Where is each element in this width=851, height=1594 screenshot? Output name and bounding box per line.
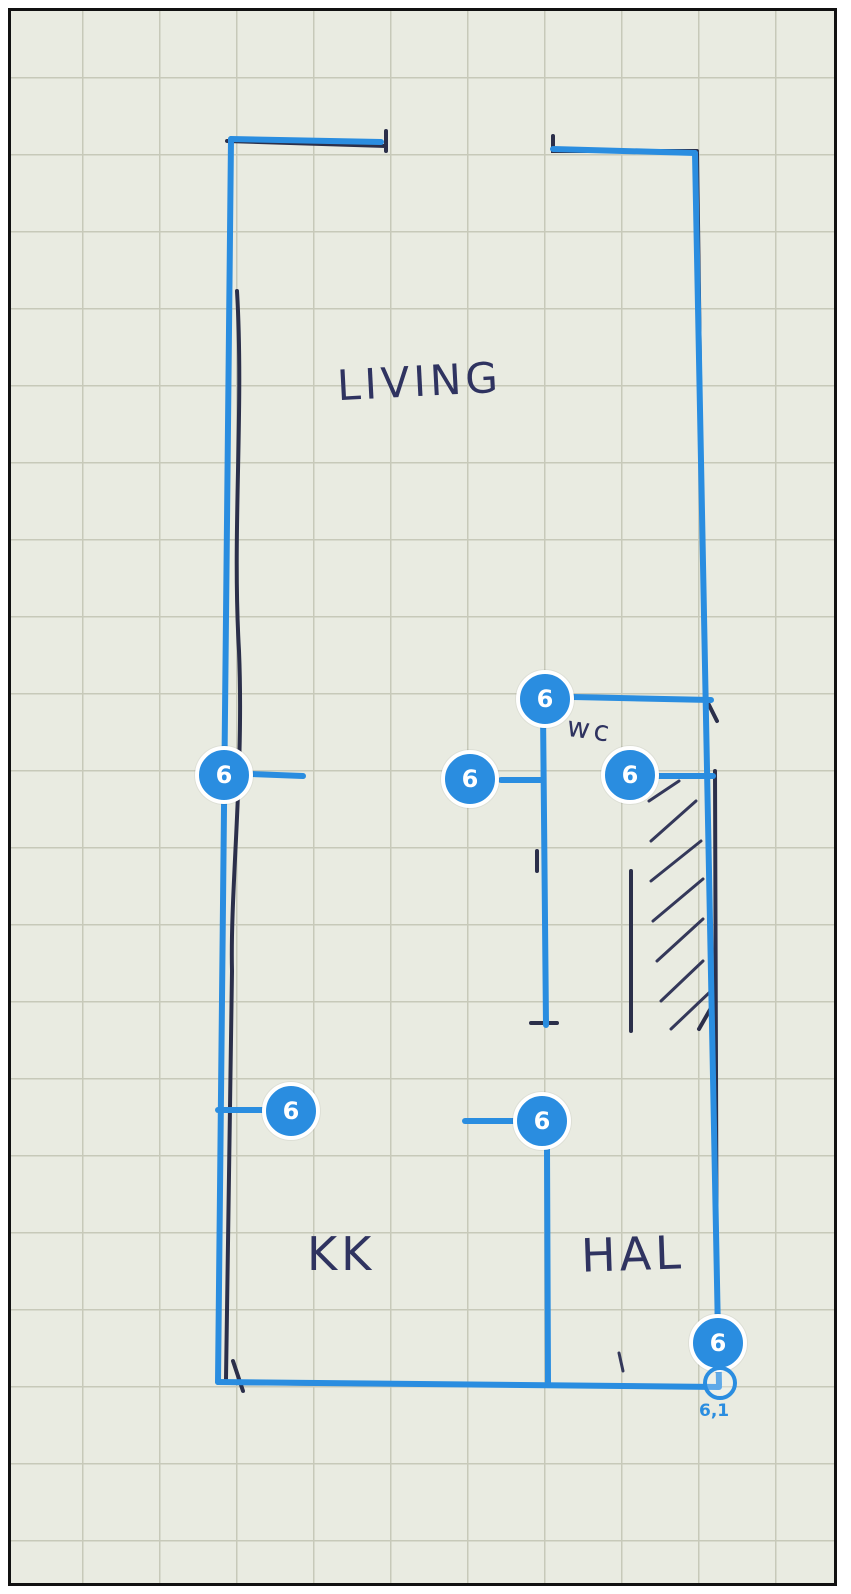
wall-overlays[interactable] — [215, 136, 722, 1390]
corner-coordinate-label: 6,1 — [699, 1401, 730, 1421]
measurement-badge[interactable]: 6 — [513, 1092, 571, 1150]
room-label-hal: HAL — [580, 1225, 686, 1283]
measurement-badge[interactable]: 6 — [516, 670, 574, 728]
measurement-badge[interactable]: 6 — [262, 1082, 320, 1140]
wall-right — [692, 150, 722, 1388]
sketch-mark — [617, 1351, 625, 1373]
drag-handle-icon[interactable] — [703, 1366, 737, 1400]
floorplan-drawing — [215, 129, 722, 1393]
measurement-badge[interactable]: 6 — [601, 746, 659, 804]
measurement-badge[interactable]: 6 — [195, 746, 253, 804]
room-label-living: LIVING — [335, 352, 504, 411]
measurement-badge[interactable]: 6 — [441, 750, 499, 808]
wall-wc-top — [570, 694, 714, 703]
sketch-left-wall — [224, 289, 243, 1381]
room-label-kk: KK — [307, 1227, 376, 1281]
measurement-badge[interactable]: 6 — [689, 1314, 747, 1372]
wall-bottom — [215, 1379, 722, 1390]
floorplan-canvas[interactable]: LIVING wc KK HAL 6 6 6 6 6 6 6 6,1 — [8, 8, 837, 1586]
wall-top-left — [228, 136, 384, 145]
wall-living-stub — [248, 771, 306, 779]
sketch-hatching — [647, 779, 713, 1031]
wall-kk-hal — [544, 1146, 551, 1387]
wall-wc-left — [540, 708, 549, 1028]
wall-top-right — [550, 146, 698, 156]
room-label-wc: wc — [564, 709, 616, 750]
